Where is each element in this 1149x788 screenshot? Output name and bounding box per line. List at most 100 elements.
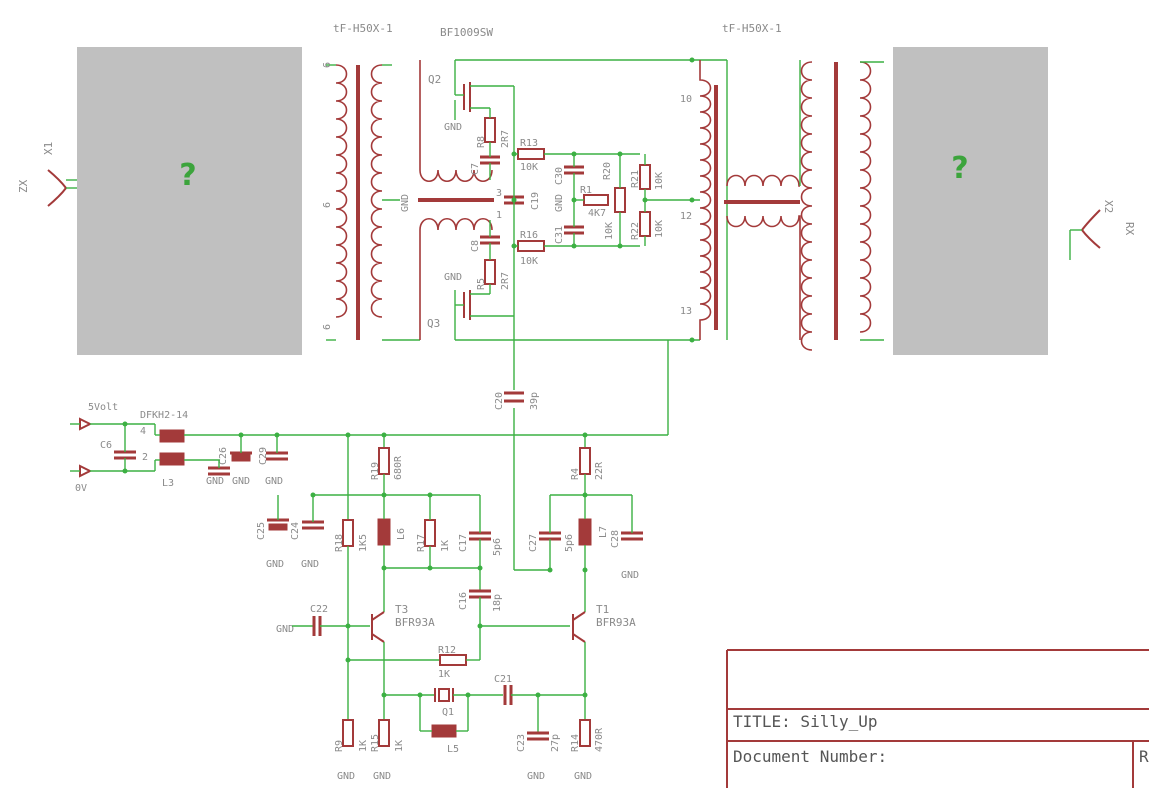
left-placeholder-mark: ? <box>179 158 196 193</box>
junction-dots <box>122 57 695 698</box>
title-block <box>726 649 1149 788</box>
fet-part-label: BF1009SW <box>440 26 493 39</box>
cap-c25-b <box>268 523 288 531</box>
rt-pin10: 10 <box>680 94 692 105</box>
r15-label: R15 <box>370 734 381 752</box>
r13-value: 10K <box>520 162 538 173</box>
inductor-l6 <box>377 518 391 546</box>
r9-label: R9 <box>334 740 345 752</box>
c23-value: 27p <box>550 734 561 752</box>
transistor-t1 <box>572 611 586 643</box>
r21-label: R21 <box>630 170 641 188</box>
c8-label: C8 <box>470 240 481 252</box>
r20-value: 10K <box>604 222 615 240</box>
inductor-l7 <box>578 518 592 546</box>
r1-label: R1 <box>580 185 592 196</box>
balun-pin1: 1 <box>496 210 502 221</box>
document-number: Document Number: <box>733 747 887 766</box>
c16-label: C16 <box>458 592 469 610</box>
lt-pin-mid: 6 <box>322 202 333 208</box>
c28-gnd: GND <box>621 570 639 581</box>
right-transformer-secondary <box>800 61 884 351</box>
trimmer-r20 <box>614 187 626 213</box>
cap-c29-b <box>231 454 251 462</box>
c17-label: C17 <box>458 534 469 552</box>
title-text: TITLE: Silly_Up <box>733 712 878 731</box>
t3-value: BFR93A <box>395 616 435 629</box>
c26-label: C26 <box>218 447 229 465</box>
dfkh-label: DFKH2-14 <box>140 410 188 421</box>
r22-value: 10K <box>654 220 665 238</box>
c17-value: 5p6 <box>492 538 503 556</box>
port-zx-label: ZX <box>17 179 30 193</box>
r22-label: R22 <box>630 222 641 240</box>
c16-value: 18p <box>492 594 503 612</box>
q2-gnd: GND <box>444 122 462 133</box>
t1-label: T1 <box>596 603 609 616</box>
c6-label: C6 <box>100 440 112 451</box>
c22-gnd: GND <box>276 624 294 635</box>
c27-value: 5p6 <box>564 534 575 552</box>
r8-value: 2R7 <box>500 130 511 148</box>
port-x1-label: X1 <box>42 142 55 155</box>
c20-value: 39p <box>529 392 540 410</box>
fet-q3 <box>454 290 514 340</box>
r18-value: 1K5 <box>358 534 369 552</box>
c24-gnd: GND <box>301 559 319 570</box>
fet-q3-label: Q3 <box>427 317 440 330</box>
r4-value: 22R <box>594 461 605 480</box>
c25-label: C25 <box>256 522 267 540</box>
r12-value: 1K <box>438 669 450 680</box>
r14-gnd: GND <box>574 771 592 782</box>
c21-label: C21 <box>494 674 512 685</box>
r4-label: R4 <box>570 468 581 480</box>
inductor-l5 <box>431 724 457 738</box>
c30-gnd: GND <box>554 194 565 212</box>
r14-value: 470R <box>594 727 605 752</box>
supply-gnd: GND <box>265 476 283 487</box>
c31-label: C31 <box>554 226 565 244</box>
r19-value: 680R <box>393 455 404 480</box>
left-balun <box>418 60 494 340</box>
transistor-t3 <box>371 611 385 643</box>
right-placeholder-mark: ? <box>951 151 968 186</box>
zero-volt-label: 0V <box>75 483 87 494</box>
r17-label: R17 <box>416 534 427 552</box>
fet-q2 <box>454 60 514 120</box>
c29-label: C29 <box>258 447 269 465</box>
crystal-q1 <box>438 688 450 702</box>
t1-value: BFR93A <box>596 616 636 629</box>
r13-label: R13 <box>520 138 538 149</box>
r18-label: R18 <box>334 534 345 552</box>
right-balun <box>724 60 801 340</box>
c29-gnd: GND <box>232 476 250 487</box>
port-x2-symbol <box>1069 209 1101 260</box>
r12-label: R12 <box>438 645 456 656</box>
rt-pin13: 13 <box>680 306 692 317</box>
r5-label: R5 <box>476 278 487 290</box>
r16-label: R16 <box>520 230 538 241</box>
resistor-r16 <box>517 240 545 252</box>
c7-label: C7 <box>470 163 481 175</box>
resistor-r1 <box>583 194 609 206</box>
c30-label: C30 <box>554 167 565 185</box>
r21-value: 10K <box>654 172 665 190</box>
port-x2-label: X2 <box>1102 200 1115 213</box>
left-transformer-label: tF-H50X-1 <box>333 22 393 35</box>
supply-label: 5Volt <box>88 402 118 413</box>
choke-top <box>159 429 185 443</box>
choke-pin2: 2 <box>142 452 148 463</box>
r20-label: R20 <box>602 162 613 180</box>
r9-value: 1K <box>358 740 369 752</box>
l6-label: L6 <box>396 528 407 540</box>
resistor-r9 <box>342 719 354 747</box>
resistor-r12 <box>439 654 467 666</box>
choke-pin4: 4 <box>140 426 146 437</box>
rt-pin12: 12 <box>680 211 692 222</box>
r9-gnd: GND <box>337 771 355 782</box>
l5-label: L5 <box>447 744 459 755</box>
c23-gnd: GND <box>527 771 545 782</box>
revision-label: R <box>1139 747 1149 766</box>
r14-label: R14 <box>570 734 581 752</box>
